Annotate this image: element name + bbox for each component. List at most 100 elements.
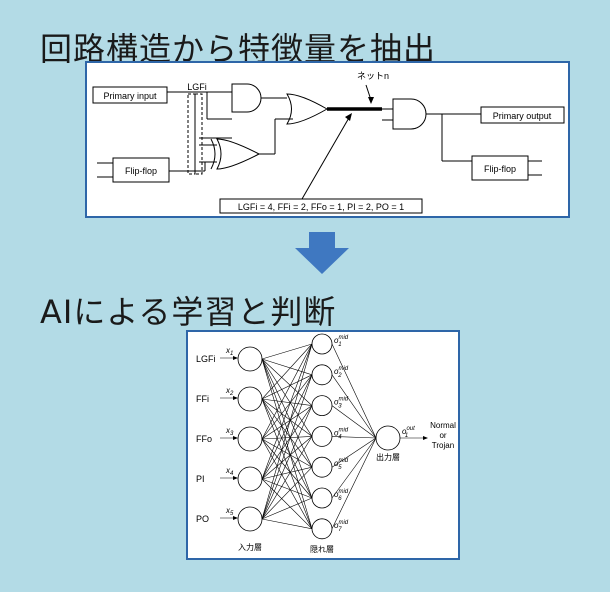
input-arrowhead bbox=[233, 476, 238, 480]
edge-in-4-hid-2 bbox=[261, 374, 313, 480]
primary-output-box bbox=[480, 106, 565, 124]
input-arrowhead bbox=[233, 516, 238, 520]
edge-in-2-hid-3 bbox=[261, 398, 313, 406]
edge-hid-7-out bbox=[331, 437, 377, 529]
flip-flop-out-label: Flip-flop bbox=[484, 164, 516, 174]
output-layer-label: 出力層 bbox=[376, 452, 400, 462]
hidden-node-7 bbox=[311, 518, 333, 540]
input-feature-label: PI bbox=[196, 474, 205, 484]
result-label: Trojan bbox=[432, 441, 454, 450]
edge-in-2-hid-7 bbox=[261, 398, 313, 529]
edge-hid-6-out bbox=[331, 437, 377, 499]
input-var-label: x3 bbox=[225, 426, 234, 437]
feature-values-box bbox=[219, 198, 423, 214]
edge-hid-5-out bbox=[331, 437, 377, 468]
input-arrowhead bbox=[233, 436, 238, 440]
input-layer-label: 入力層 bbox=[238, 542, 262, 552]
edge-in-2-hid-5 bbox=[261, 398, 313, 468]
edge-in-5-hid-2 bbox=[261, 374, 313, 520]
edge-in-1-hid-3 bbox=[261, 358, 313, 406]
edge-in-1-hid-5 bbox=[261, 358, 313, 468]
net-n-label: ネットn bbox=[357, 71, 389, 81]
edge-in-3-hid-6 bbox=[261, 438, 313, 499]
edge-hid-4-out bbox=[331, 436, 377, 439]
edge-in-4-hid-5 bbox=[261, 466, 313, 480]
lgfi-label: LGFi bbox=[187, 82, 207, 92]
flip-flop-in-label: Flip-flop bbox=[125, 166, 157, 176]
edge-in-4-hid-7 bbox=[261, 478, 313, 530]
or-gate-middle bbox=[286, 93, 329, 125]
edge-hid-2-out bbox=[331, 374, 377, 439]
input-var-label: x2 bbox=[225, 386, 234, 397]
circuit-diagram-panel: Primary input LGFi Flip-flop ネットn Primar… bbox=[85, 61, 570, 218]
primary-output-label: Primary output bbox=[493, 111, 552, 121]
input-var-label: x1 bbox=[225, 346, 233, 357]
edge-in-5-hid-5 bbox=[261, 466, 313, 520]
edge-in-4-hid-4 bbox=[261, 436, 313, 480]
circuit-diagram: Primary input LGFi Flip-flop ネットn Primar… bbox=[92, 71, 565, 214]
hidden-layer-label: 隠れ層 bbox=[310, 544, 334, 554]
hidden-node-5 bbox=[311, 456, 333, 478]
edge-in-2-hid-1 bbox=[261, 343, 313, 400]
hidden-node-2 bbox=[311, 364, 333, 386]
result-label: or bbox=[439, 431, 446, 440]
edge-in-1-hid-2 bbox=[261, 358, 313, 376]
edge-in-3-hid-5 bbox=[261, 438, 313, 468]
input-node-4 bbox=[237, 466, 263, 492]
down-arrow-icon bbox=[295, 232, 349, 274]
xor-gate-back-curve bbox=[210, 138, 216, 170]
input-arrowhead bbox=[233, 356, 238, 360]
edge-in-1-hid-7 bbox=[261, 358, 313, 529]
input-feature-label: LGFi bbox=[196, 354, 216, 364]
edge-hid-1-out bbox=[331, 343, 377, 439]
output-arrowhead bbox=[423, 436, 428, 440]
edge-in-5-hid-6 bbox=[261, 497, 313, 520]
edge-in-1-hid-1 bbox=[261, 343, 313, 360]
edge-in-3-hid-3 bbox=[261, 405, 313, 440]
input-feature-label: PO bbox=[196, 514, 209, 524]
input-node-2 bbox=[237, 386, 263, 412]
input-node-5 bbox=[237, 506, 263, 532]
input-node-3 bbox=[237, 426, 263, 452]
edge-in-1-hid-4 bbox=[261, 358, 313, 437]
edge-in-1-hid-6 bbox=[261, 358, 313, 499]
hidden-node-6 bbox=[311, 487, 333, 509]
result-label: Normal bbox=[430, 421, 456, 430]
edge-in-4-hid-6 bbox=[261, 478, 313, 499]
primary-input-label: Primary input bbox=[103, 91, 157, 101]
output-node bbox=[375, 425, 401, 451]
input-arrowhead bbox=[233, 396, 238, 400]
edge-in-2-hid-4 bbox=[261, 398, 313, 437]
input-node-1 bbox=[237, 346, 263, 372]
edge-hid-3-out bbox=[331, 405, 377, 439]
input-var-label: x5 bbox=[225, 506, 234, 517]
edge-in-5-hid-1 bbox=[261, 343, 313, 520]
edge-in-2-hid-6 bbox=[261, 398, 313, 499]
edge-in-4-hid-1 bbox=[261, 343, 313, 480]
and-gate-1 bbox=[231, 83, 262, 113]
section-title-ai: AIによる学習と判断 bbox=[40, 293, 337, 331]
edge-in-2-hid-2 bbox=[261, 374, 313, 400]
primary-input-box bbox=[92, 86, 168, 104]
flip-flop-in-box bbox=[112, 157, 170, 183]
edge-in-5-hid-4 bbox=[261, 436, 313, 520]
hidden-node-3 bbox=[311, 395, 333, 416]
edge-in-3-hid-1 bbox=[261, 343, 313, 440]
lgfi-dashed-box-left bbox=[187, 93, 196, 175]
lgfi-dashed-box-right bbox=[194, 93, 203, 175]
input-var-label: x4 bbox=[225, 466, 234, 477]
input-feature-label: FFo bbox=[196, 434, 212, 444]
hidden-node-4 bbox=[311, 426, 333, 447]
edge-in-5-hid-7 bbox=[261, 518, 313, 530]
edge-in-5-hid-3 bbox=[261, 405, 313, 520]
